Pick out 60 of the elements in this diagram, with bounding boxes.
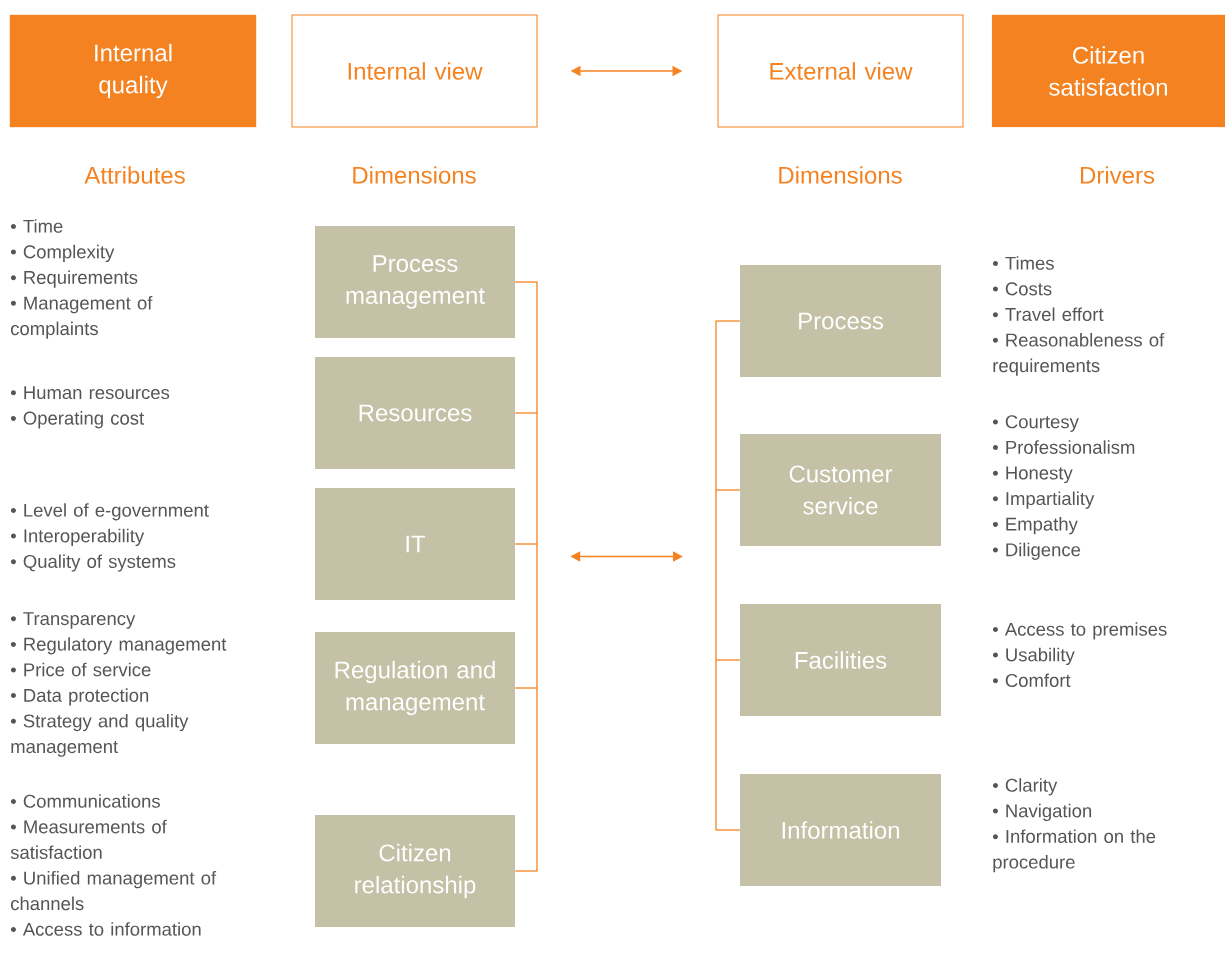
- bullet-item: • Human resources: [10, 386, 170, 400]
- dimension-box: Information: [740, 774, 941, 886]
- bullet-item: • Information on the procedure: [992, 829, 1156, 873]
- bullet-item: • Strategy and quality management: [10, 713, 189, 757]
- view-box: External view: [717, 14, 964, 128]
- column-heading: Dimensions: [779, 166, 902, 184]
- bullet-item: • Reasonableness of requirements: [992, 333, 1165, 376]
- bullet-item: • Times: [992, 256, 1054, 270]
- column-heading: Drivers: [1081, 166, 1155, 184]
- title-box: Internal quality: [9, 14, 257, 128]
- bullet-item: • Access to premises: [992, 622, 1167, 640]
- bullet-item: • Regulatory management: [10, 637, 227, 655]
- connector: [514, 543, 538, 545]
- connector: [715, 829, 741, 831]
- dimension-box: Process: [740, 265, 941, 377]
- bullet-item: • Price of service: [10, 662, 151, 677]
- bullet-item: • Costs: [992, 282, 1052, 296]
- bullet-item: • Access to information: [10, 922, 201, 936]
- bullet-item: • Operating cost: [10, 411, 144, 429]
- bullet-item: • Navigation: [992, 803, 1092, 822]
- dimension-box: Process management: [315, 226, 515, 338]
- bullet-item: • Time: [10, 219, 63, 233]
- view-box: Internal view: [291, 14, 538, 128]
- dimension-box: Customer service: [740, 434, 941, 546]
- bullet-item: • Measurements of satisfaction: [10, 819, 167, 859]
- dimension-box: IT: [315, 488, 515, 600]
- bullet-item: • Level of e-government: [10, 503, 209, 521]
- bullet-item: • Usability: [992, 647, 1075, 666]
- bullet-item: • Management of complaints: [10, 296, 153, 339]
- bullet-item: • Professionalism: [992, 440, 1135, 454]
- bullet-item: • Courtesy: [992, 415, 1079, 432]
- bullet-item: • Interoperability: [10, 528, 145, 547]
- connector: [514, 870, 538, 872]
- connector: [715, 659, 741, 661]
- connector: [514, 281, 538, 283]
- dimension-box: Regulation and management: [315, 632, 515, 744]
- bullet-item: • Data protection: [10, 688, 149, 706]
- connector: [514, 687, 538, 689]
- dimension-box: Resources: [315, 357, 515, 469]
- connector: [715, 489, 741, 491]
- bullet-item: • Travel effort: [992, 307, 1104, 321]
- dimension-box: Citizen relationship: [315, 815, 515, 927]
- bullet-item: • Unified management of channels: [10, 871, 217, 911]
- bullet-item: • Transparency: [10, 612, 136, 629]
- title-box: Citizen satisfaction: [991, 14, 1225, 128]
- bullet-item: • Complexity: [10, 244, 115, 263]
- bullet-item: • Comfort: [992, 673, 1071, 687]
- bullet-item: • Empathy: [992, 517, 1078, 535]
- connector: [514, 412, 538, 414]
- bullet-item: • Clarity: [992, 778, 1058, 796]
- bullet-item: • Communications: [10, 794, 160, 808]
- bullet-item: • Diligence: [992, 542, 1081, 560]
- column-heading: Dimensions: [353, 166, 476, 184]
- bullet-item: • Quality of systems: [10, 554, 176, 572]
- bullet-item: • Requirements: [10, 270, 138, 288]
- bullet-item: • Impartiality: [992, 491, 1095, 509]
- bullet-item: • Honesty: [992, 466, 1073, 484]
- column-heading: Attributes: [84, 166, 185, 184]
- connector: [715, 320, 741, 322]
- dimension-box: Facilities: [740, 604, 941, 716]
